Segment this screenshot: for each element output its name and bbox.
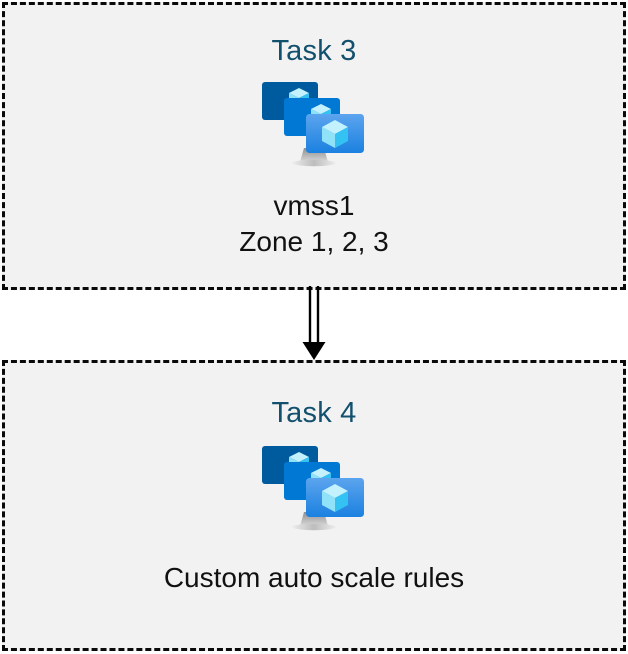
vm-scale-set-icon bbox=[262, 82, 364, 167]
task-box-task3[interactable]: Task 3 bbox=[2, 2, 626, 290]
task-caption-line-2: Zone 1, 2, 3 bbox=[239, 226, 389, 257]
vm-scale-set-icon bbox=[262, 446, 364, 531]
task-caption-line-1: vmss1 bbox=[273, 190, 355, 221]
task-title-task4: Task 4 bbox=[271, 397, 357, 429]
vm-scale-set-icon-wrap-task3 bbox=[260, 80, 368, 174]
task-caption-task4: Custom auto scale rules bbox=[164, 560, 464, 596]
task-caption-line-1: Custom auto scale rules bbox=[163, 562, 465, 593]
task-title-task3: Task 3 bbox=[271, 35, 357, 67]
task-caption-task3: vmss1 Zone 1, 2, 3 bbox=[239, 188, 388, 260]
vm-scale-set-icon-wrap-task4 bbox=[260, 444, 368, 538]
task-box-task4[interactable]: Task 4 bbox=[2, 360, 626, 651]
connector-arrow-task3-to-task4 bbox=[302, 286, 326, 360]
